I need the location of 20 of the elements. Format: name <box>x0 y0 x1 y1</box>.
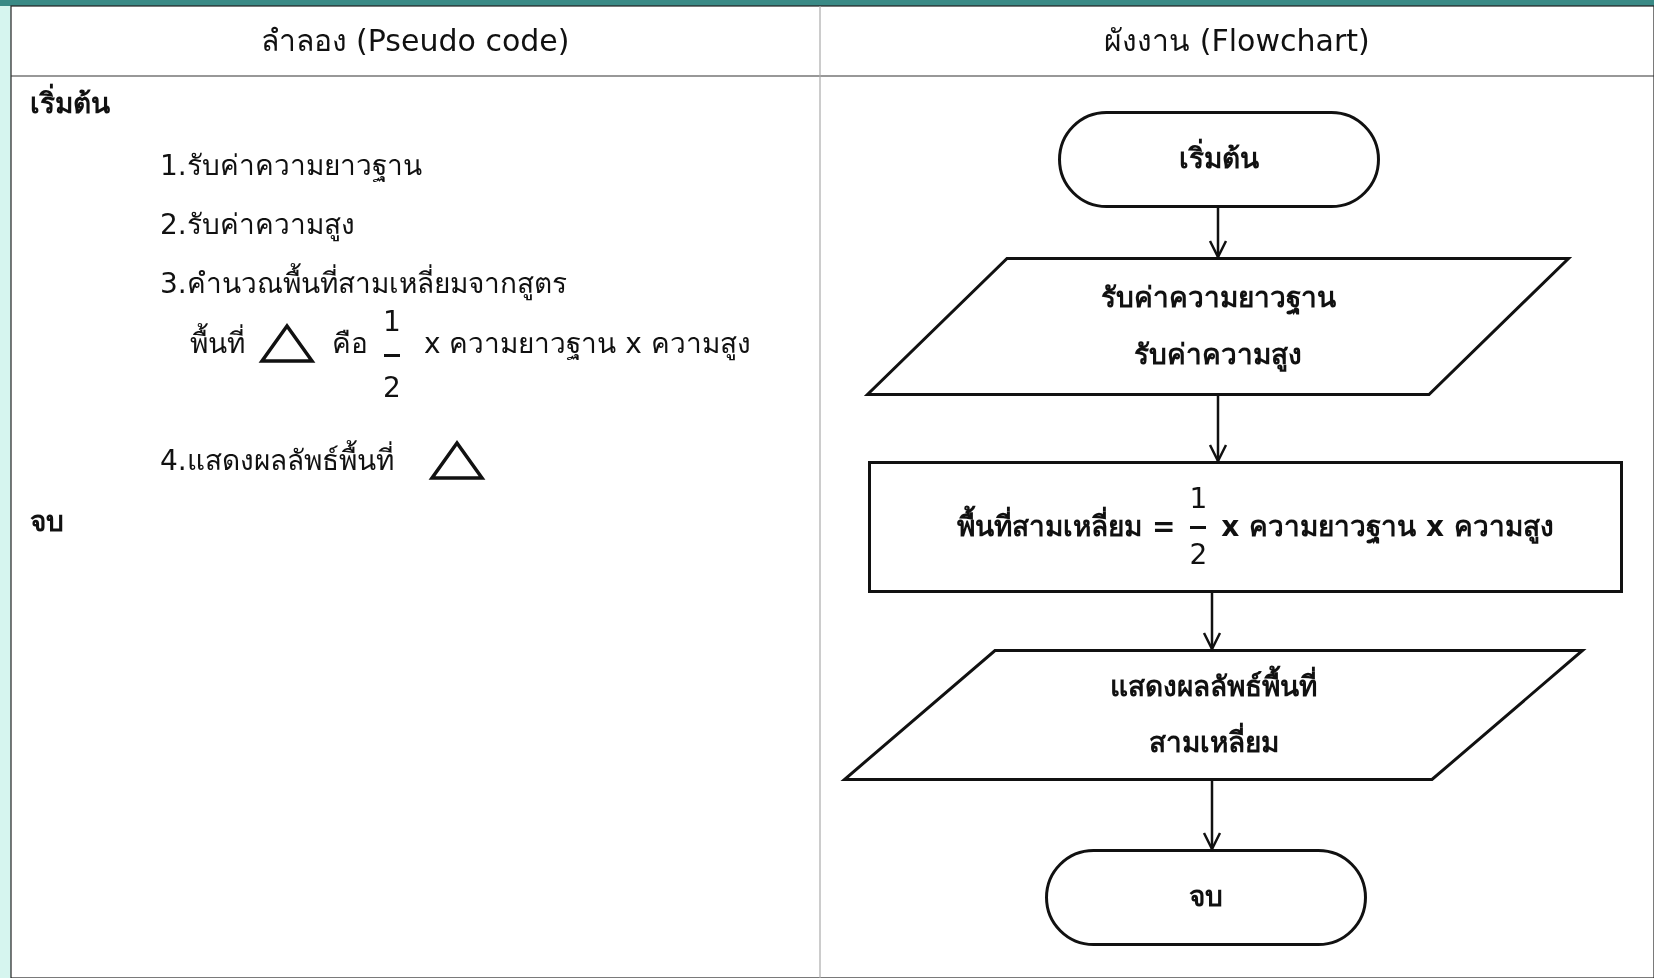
formula-text: x ความยาวฐาน x ความสูง <box>1221 508 1554 546</box>
pseudo-code-step: 1.รับค่าความยาวฐาน <box>160 149 422 183</box>
fraction-numerator: 1 <box>1189 481 1208 518</box>
node-label: รับค่าความสูง <box>1134 336 1302 373</box>
arrow <box>1208 208 1228 259</box>
node-label: แสดงผลลัพธ์พื้นที่ สามเหลี่ยม <box>1073 659 1354 771</box>
end-keyword: จบ <box>30 505 64 539</box>
formula-text: คือ <box>332 327 368 361</box>
formula-text: x ความยาวฐาน x ความสูง <box>424 327 751 361</box>
column-header: ผังงาน (Flowchart) <box>1104 23 1370 59</box>
arrow <box>1208 396 1228 463</box>
arrow <box>1202 781 1222 851</box>
arrow <box>1202 593 1222 651</box>
fraction-denominator: 2 <box>383 371 401 405</box>
column-header: ลำลอง (Pseudo code) <box>260 23 570 59</box>
node-label: จบ <box>1189 879 1223 916</box>
fraction-numerator: 1 <box>383 305 401 339</box>
node-label: รับค่าความยาวฐาน <box>1100 280 1336 317</box>
pseudo-code-step: 2.รับค่าความสูง <box>160 208 355 242</box>
fraction-denominator: 2 <box>1189 536 1208 573</box>
